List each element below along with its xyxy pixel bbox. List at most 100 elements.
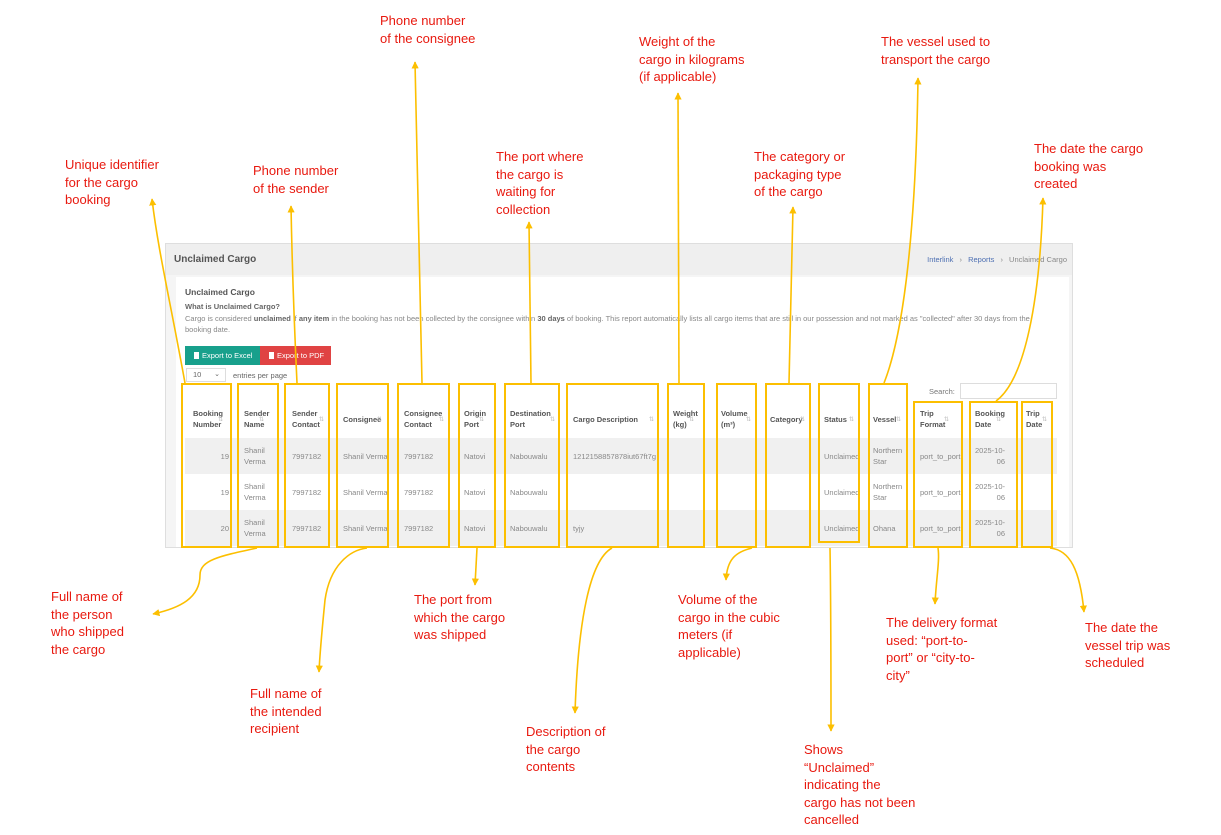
column-header[interactable]: Status xyxy=(824,404,847,436)
sort-icon[interactable]: ⇅ xyxy=(849,417,855,423)
cell-sender-contact: 7997182 xyxy=(292,488,322,497)
cell-consignee-contact: 7997182 xyxy=(404,524,434,533)
sort-icon[interactable]: ⇅ xyxy=(746,417,752,423)
cell-vessel: Ohana xyxy=(873,523,896,534)
column-highlight-box xyxy=(237,383,279,548)
sort-icon[interactable]: ⇅ xyxy=(479,417,485,423)
column-header-label: Vessel xyxy=(873,415,897,424)
sort-icon[interactable]: ⇅ xyxy=(1042,417,1048,423)
annotation-line: used: “port-to- xyxy=(886,632,968,648)
card-title: Unclaimed Cargo xyxy=(185,287,255,297)
cell-booking-date: 2025-10-06 xyxy=(975,445,1005,467)
arrow-volume xyxy=(722,547,753,581)
sort-icon[interactable]: ⇅ xyxy=(896,417,902,423)
export-pdf-button[interactable]: Export to PDF xyxy=(260,346,331,365)
annotation-line: the cargo is xyxy=(496,166,564,182)
column-highlight-box xyxy=(667,383,705,548)
export-excel-button[interactable]: Export to Excel xyxy=(185,346,260,365)
cell-line: Verma xyxy=(244,529,266,538)
cell-line: Star xyxy=(873,493,887,502)
column-header-label: Origin xyxy=(464,409,487,418)
annotation-line: who shipped xyxy=(51,624,124,639)
sort-icon[interactable]: ⇅ xyxy=(550,417,556,423)
annotation-line: of the sender xyxy=(253,180,329,196)
report-screenshot: Unclaimed Cargo Interlink › Reports › Un… xyxy=(165,243,1073,548)
sort-icon[interactable]: ⇅ xyxy=(800,417,806,423)
annotation-line: booking was xyxy=(1034,158,1107,174)
sort-icon[interactable]: ⇅ xyxy=(319,417,325,423)
annotation-line: booking xyxy=(65,192,111,207)
sort-icon[interactable]: ⇅ xyxy=(944,417,950,423)
column-highlight-box xyxy=(284,383,330,548)
annotation-line: which the cargo xyxy=(414,609,506,625)
breadcrumb-chevron-icon: › xyxy=(959,255,963,264)
arrow-trip-format xyxy=(931,547,940,605)
column-header[interactable]: Vessel xyxy=(873,404,896,436)
breadcrumb-interlink[interactable]: Interlink xyxy=(927,255,954,264)
column-header-label: Weight xyxy=(673,409,698,418)
annotation-line: the cargo xyxy=(51,641,106,657)
column-highlight-box xyxy=(336,383,389,548)
column-header-label: (kg) xyxy=(673,420,687,429)
cell-booking-date: 2025-10-06 xyxy=(975,517,1005,539)
page-length-select[interactable]: 10⌄ xyxy=(186,368,226,382)
desc-bold: any item xyxy=(298,314,330,323)
cell-origin: Natovi xyxy=(464,452,486,461)
desc-bold: 30 days xyxy=(537,314,565,323)
cell-line: Shanil xyxy=(244,446,265,455)
sort-icon[interactable]: ⇅ xyxy=(996,417,1002,423)
arrow-status xyxy=(827,547,835,732)
column-highlight-box xyxy=(458,383,496,548)
cell-line: Shanil xyxy=(244,482,265,491)
search-input[interactable] xyxy=(960,383,1057,399)
column-header[interactable]: Weight (kg) xyxy=(673,404,698,436)
sort-icon[interactable]: ⇅ xyxy=(218,417,224,423)
annotation-line: port” or “city-to- xyxy=(886,650,975,665)
sort-icon[interactable]: ⇅ xyxy=(689,417,695,423)
annotation-line: Description of xyxy=(526,724,606,739)
sort-icon[interactable]: ⇅ xyxy=(259,417,265,423)
sort-icon[interactable]: ⇅ xyxy=(439,417,445,423)
cell-line: Ohana xyxy=(873,524,896,533)
column-header[interactable]: Category xyxy=(770,404,803,436)
sort-icon[interactable]: ⇅ xyxy=(649,417,655,423)
export-pdf-label: Export to PDF xyxy=(277,351,325,360)
arrow-consignee xyxy=(315,547,368,673)
column-header[interactable]: Consignee xyxy=(343,404,381,436)
column-header[interactable]: Cargo Description xyxy=(573,404,638,436)
sort-icon[interactable]: ⇅ xyxy=(377,417,383,423)
cell-description: tyjy xyxy=(573,524,585,533)
column-header-label: Booking xyxy=(193,409,223,418)
column-header-label: Contact xyxy=(404,420,432,429)
annotation-line: scheduled xyxy=(1085,655,1145,670)
column-highlight-box xyxy=(913,401,963,548)
cell-status: Unclaimed xyxy=(824,524,860,533)
column-header[interactable]: Volume(m³) xyxy=(721,404,748,436)
page-title: Unclaimed Cargo xyxy=(174,254,257,265)
cell-destination: Nabouwalu xyxy=(510,452,548,461)
breadcrumb-reports[interactable]: Reports xyxy=(968,255,995,264)
desc-text: if xyxy=(290,314,299,323)
